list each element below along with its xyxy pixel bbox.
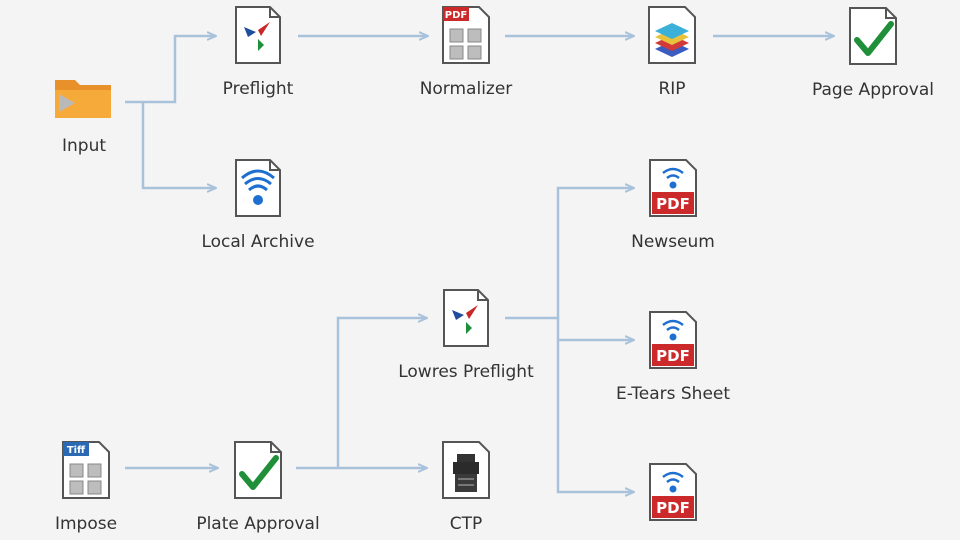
approval-check-icon — [234, 441, 282, 499]
node-impose[interactable]: Tiff Impose — [0, 440, 176, 534]
node-rip[interactable]: RIP — [582, 5, 762, 99]
node-label: Normalizer — [419, 79, 513, 99]
tiff-impose-icon: Tiff — [62, 441, 110, 499]
node-label: CTP — [449, 514, 483, 534]
node-input[interactable]: Input — [0, 72, 174, 156]
node-ctp[interactable]: CTP — [376, 440, 556, 534]
wifi-archive-icon — [235, 159, 281, 217]
preflight-icon — [235, 6, 281, 64]
node-label: Local Archive — [201, 232, 315, 252]
pdf-wifi-icon: PDF — [649, 463, 697, 521]
node-newseum[interactable]: PDF Newseum — [583, 158, 763, 252]
node-label: Newseum — [631, 232, 715, 252]
node-label: Lowres Preflight — [398, 362, 534, 382]
pdf-badge-text: PDF — [656, 195, 690, 213]
normalizer-icon: PDF — [442, 6, 490, 64]
node-label: Preflight — [222, 79, 294, 99]
node-label: Page Approval — [812, 80, 934, 100]
approval-check-icon — [849, 7, 897, 65]
node-preflight[interactable]: Preflight — [168, 5, 348, 99]
pdf-wifi-icon: PDF — [649, 311, 697, 369]
node-label: Input — [61, 136, 107, 156]
connector-lowres-newseum — [505, 188, 634, 320]
node-plate-approval[interactable]: Plate Approval — [168, 440, 348, 534]
node-label: Plate Approval — [196, 514, 320, 534]
connector-input-local-archive — [141, 102, 216, 188]
rip-layers-icon — [648, 6, 696, 64]
pdf-badge-text: PDF — [445, 10, 467, 21]
pdf-badge-text: PDF — [656, 347, 690, 365]
node-label: RIP — [658, 79, 686, 99]
node-page-approval[interactable]: Page Approval — [783, 6, 960, 100]
folder-icon — [55, 80, 111, 118]
node-label: Impose — [54, 514, 118, 534]
connector-plate-approval-lowres — [296, 318, 427, 470]
connector-lowres-third-pdf — [556, 340, 634, 492]
node-pdf-output-3[interactable]: PDF — [583, 462, 763, 522]
node-etears-sheet[interactable]: PDF E-Tears Sheet — [583, 310, 763, 404]
preflight-icon — [443, 289, 489, 347]
ctp-machine-icon — [442, 441, 490, 499]
tiff-badge-text: Tiff — [67, 445, 86, 456]
node-local-archive[interactable]: Local Archive — [168, 158, 348, 252]
connector-input-preflight — [125, 36, 216, 104]
node-lowres-preflight[interactable]: Lowres Preflight — [376, 288, 556, 382]
node-label: E-Tears Sheet — [615, 384, 731, 404]
pdf-badge-text: PDF — [656, 499, 690, 517]
pdf-wifi-icon: PDF — [649, 159, 697, 217]
node-normalizer[interactable]: PDF Normalizer — [376, 5, 556, 99]
